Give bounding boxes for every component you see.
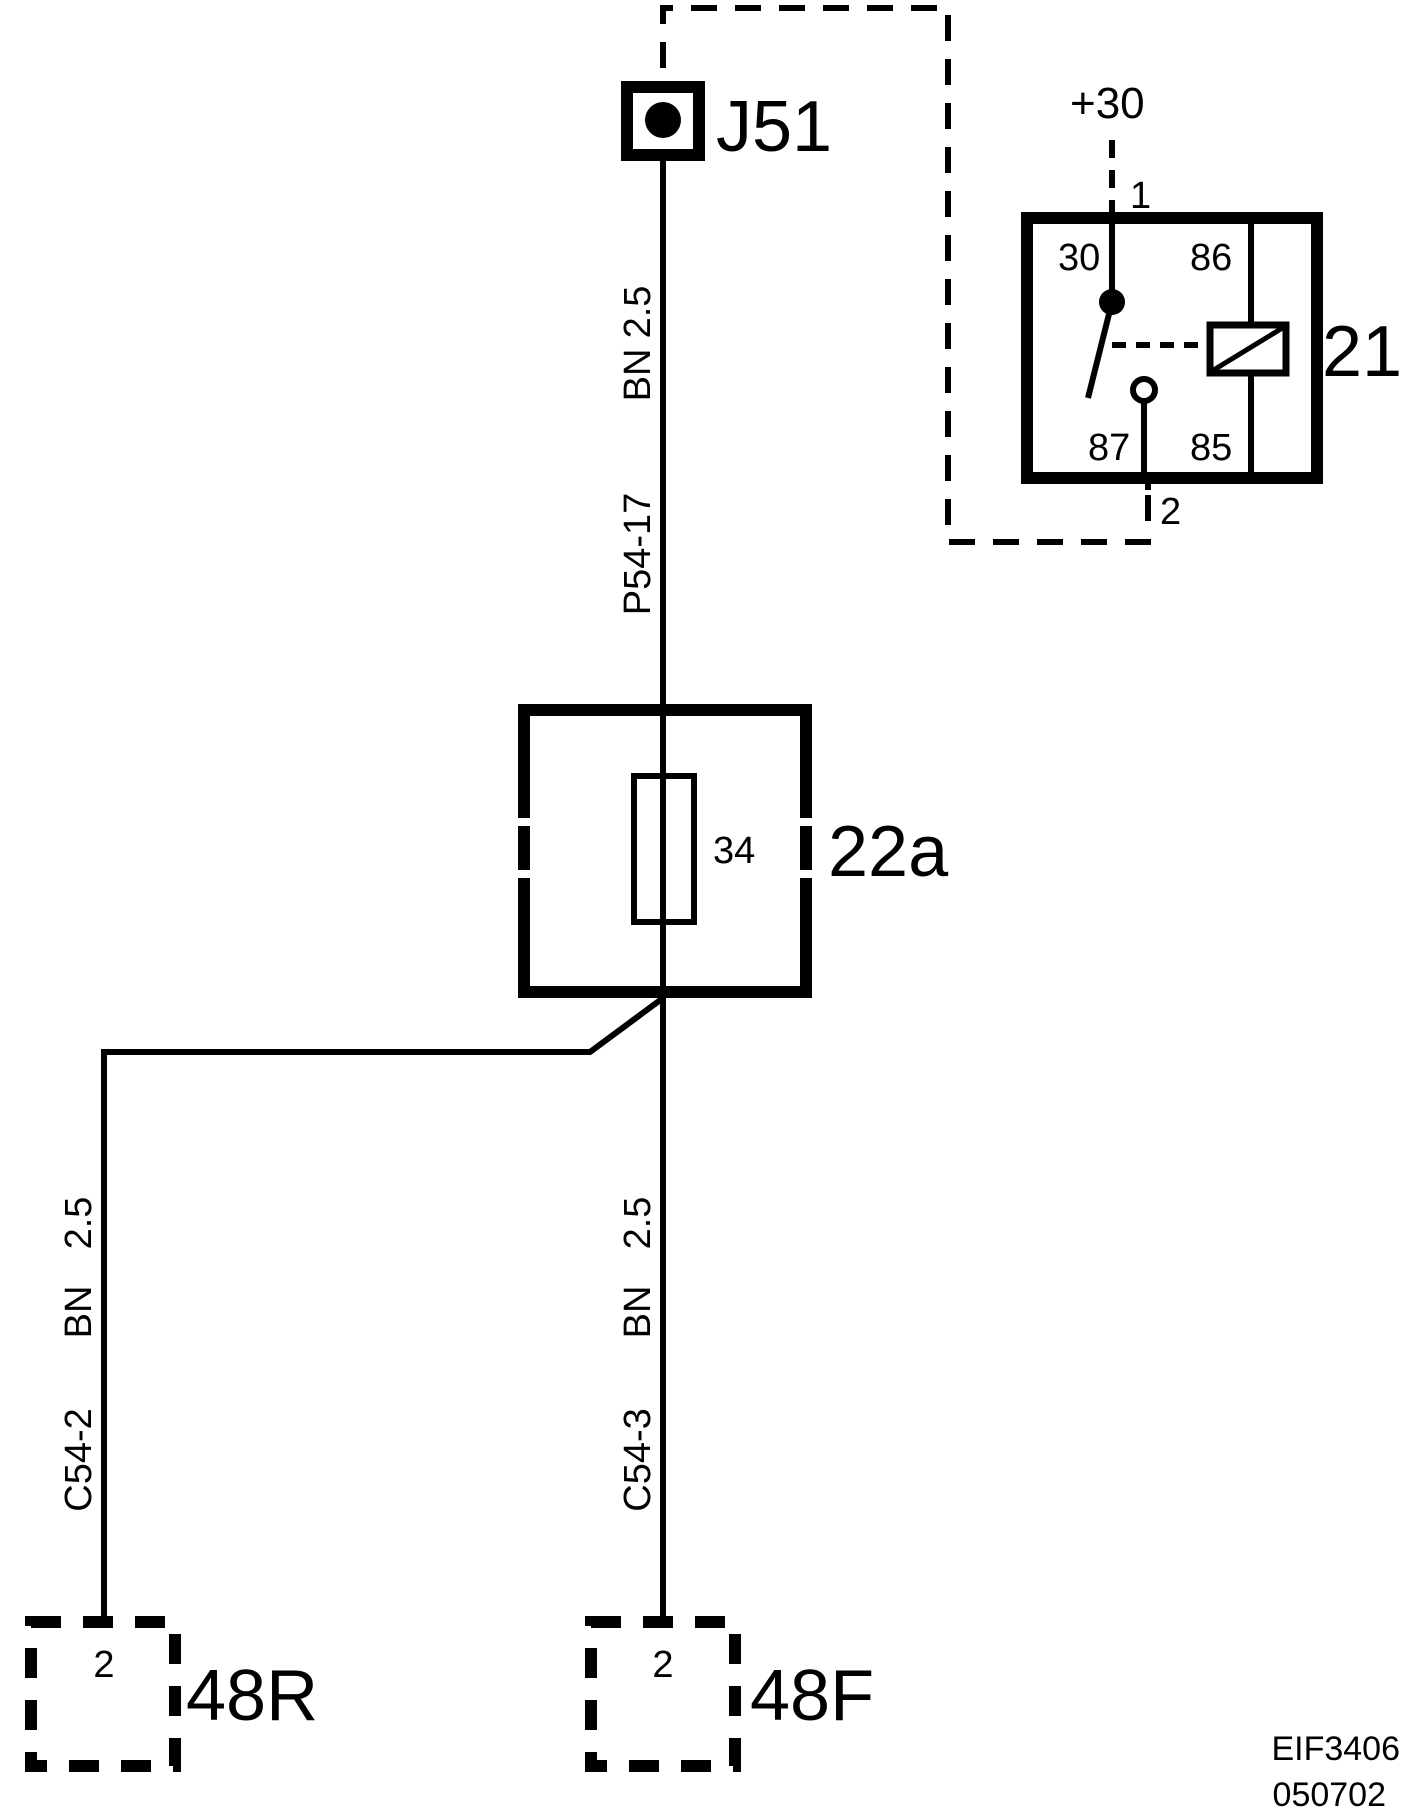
wire-upper-color: BN [617, 349, 659, 402]
wire-upper-circuit: P54-17 [617, 493, 659, 616]
wire-rear-circuit: C54-2 [58, 1408, 100, 1512]
connector-rear-label: 48R [186, 1656, 318, 1736]
relay-label: 21 [1322, 312, 1402, 392]
connector-48r: 2 48R [25, 1616, 318, 1772]
wire-front-color: BN [617, 1286, 659, 1339]
fuse-number: 34 [713, 830, 755, 872]
figure-date: 050702 [1273, 1776, 1386, 1814]
connector-rear-pin: 2 [93, 1644, 114, 1686]
fuse-box-22a: 34 22a [518, 704, 949, 998]
relay-terminal-87: 87 [1088, 427, 1130, 469]
fuse-box-label: 22a [828, 812, 949, 892]
relay-pin-1: 1 [1130, 175, 1151, 217]
wire-rear [101, 995, 665, 1622]
relay-supply: +30 [1070, 79, 1145, 128]
relay-terminal-86: 86 [1190, 237, 1232, 279]
junction-label: J51 [716, 87, 832, 167]
figure-code: EIF3406 [1271, 1730, 1400, 1768]
wire-front-circuit: C54-3 [617, 1408, 659, 1512]
relay-21: +30 1 30 86 87 85 2 21 [1021, 79, 1402, 533]
wire-rear-color: BN [58, 1286, 100, 1339]
connector-front-pin: 2 [652, 1644, 673, 1686]
wire-upper-gauge: 2.5 [617, 286, 659, 339]
connector-48f: 2 48F [585, 1616, 874, 1772]
relay-switch-contact [1085, 301, 1115, 399]
relay-terminal-30: 30 [1058, 237, 1100, 279]
wire-front-gauge: 2.5 [617, 1197, 659, 1250]
relay-terminal-85: 85 [1190, 427, 1232, 469]
dashed-control-link [660, 5, 1151, 545]
wire-rear-gauge: 2.5 [58, 1197, 100, 1250]
junction-j51: J51 [621, 81, 832, 167]
connector-front-label: 48F [750, 1656, 874, 1736]
relay-pin-2: 2 [1160, 491, 1181, 533]
